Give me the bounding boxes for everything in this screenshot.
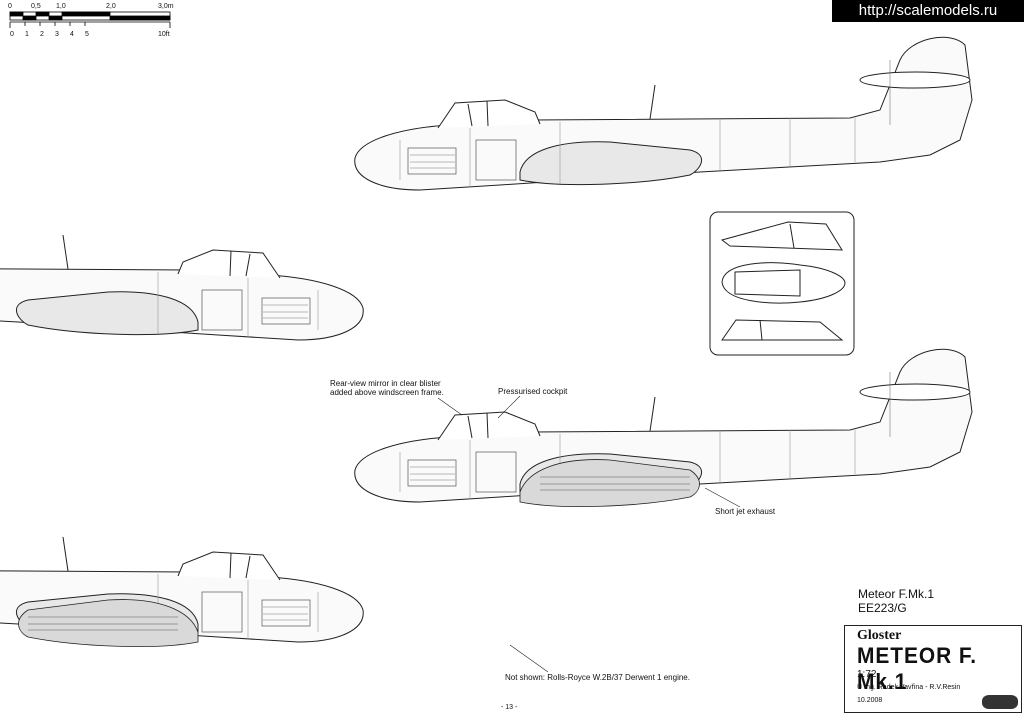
- scale-metric-10: 1,0: [56, 3, 66, 10]
- scale-ft-2: 2: [40, 31, 44, 38]
- variant-label: Meteor F.Mk.1: [858, 587, 935, 601]
- mirror-annotation-line2: added above windscreen frame.: [330, 388, 444, 397]
- rv-resin-logo: [982, 695, 1018, 709]
- serial-label: EE223/G: [858, 601, 907, 615]
- watermark-text: http://scalemodels.ru: [858, 2, 998, 19]
- page-number: - 13 -: [501, 704, 518, 711]
- scale-metric-20: 2,0: [106, 3, 116, 10]
- annotation-leaders: [437, 395, 741, 673]
- title-date: 10.2008: [857, 697, 883, 704]
- mirror-annotation-line1: Rear-view mirror in clear blister: [330, 379, 441, 388]
- plane-side-view-2: [0, 186, 364, 341]
- exhaust-annotation: Short jet exhaust: [715, 507, 776, 516]
- scale-ft-5: 5: [85, 31, 89, 38]
- mirror-annotation: Rear-view mirror in clear blister added …: [330, 379, 444, 397]
- watermark-banner: http://scalemodels.ru: [832, 0, 1024, 22]
- engine-note: Not shown: Rolls-Royce W.2B/37 Derwent 1…: [505, 673, 690, 682]
- title-brand: Gloster: [857, 628, 902, 643]
- title-scale: 1:72: [857, 669, 877, 680]
- scale-ft-1: 1: [25, 31, 29, 38]
- scale-metric-30: 3,0m: [158, 3, 174, 10]
- plane-side-view-1: [354, 36, 973, 191]
- scale-ft-0: 0: [10, 31, 14, 38]
- scale-ft-3: 3: [55, 31, 59, 38]
- scale-metric-05: 0,5: [31, 3, 41, 10]
- canopy-detail-box: [709, 211, 855, 356]
- scale-metric-0: 0: [8, 3, 12, 10]
- plane-side-view-4: [0, 488, 364, 647]
- scale-ft-4: 4: [70, 31, 74, 38]
- scale-ft-10: 10ft: [158, 31, 170, 38]
- title-model: METEOR F. Mk.1: [857, 643, 978, 694]
- copyright-icon: ©: [857, 684, 863, 691]
- cockpit-annotation: Pressurised cockpit: [498, 387, 568, 396]
- scale-bar: [9, 11, 171, 28]
- title-block: Gloster METEOR F. Mk.1 1:72 © Ing. Radek…: [844, 625, 1022, 713]
- title-author: © Ing. Radek Vavřina - R.V.Resin: [857, 684, 961, 691]
- plane-side-view-3: [354, 348, 973, 507]
